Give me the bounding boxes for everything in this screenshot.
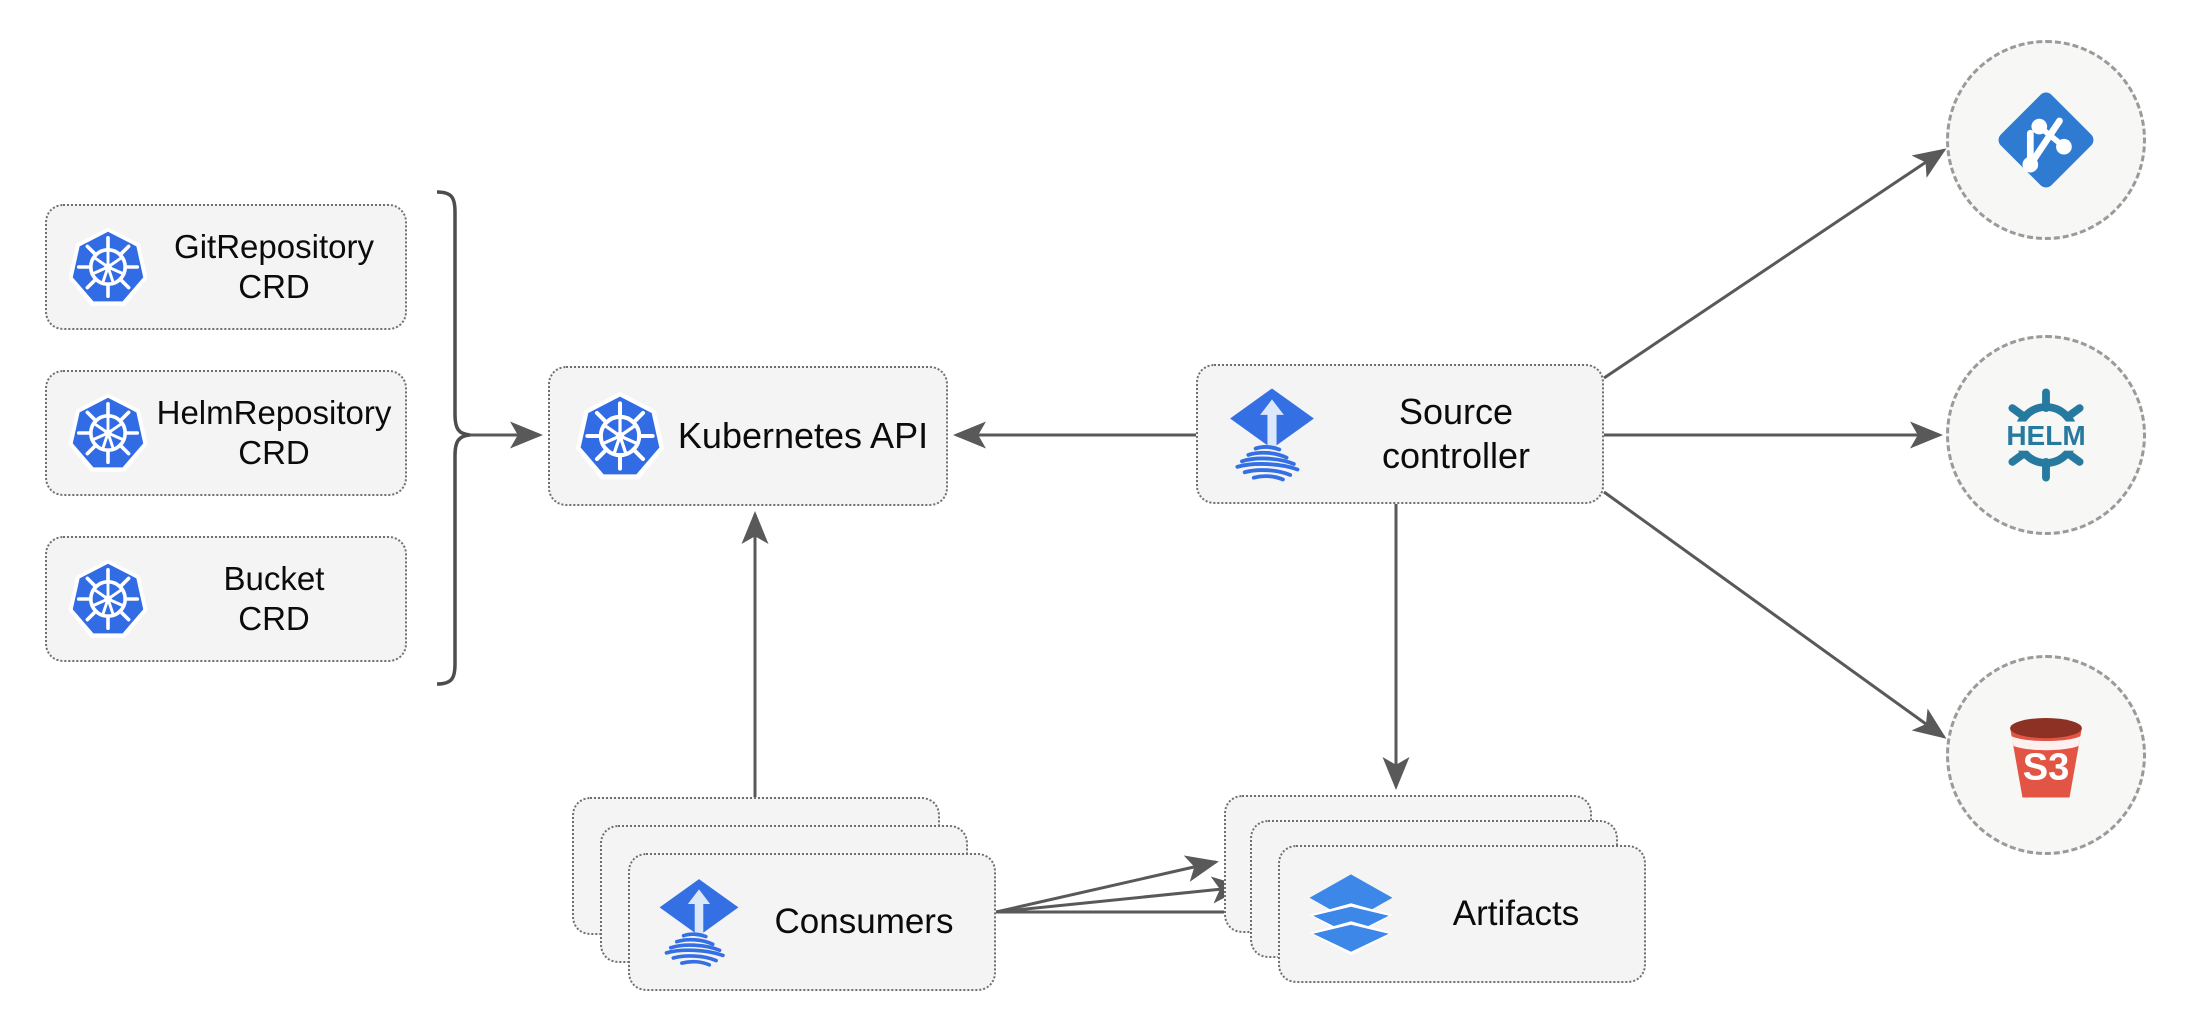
s3-icon: S3	[1990, 699, 2102, 811]
crd-box-helmrepository[interactable]: HelmRepository CRD	[45, 370, 407, 496]
edge-source-controller-to-git	[1603, 148, 1947, 380]
consumers-node[interactable]: Consumers	[628, 853, 996, 991]
crd-label: Bucket CRD	[223, 559, 325, 637]
artifacts-label: Artifacts	[1452, 893, 1580, 933]
edge-source-controller-to-s3	[1603, 490, 1947, 739]
edge-consumers-to-artifact-back	[995, 855, 1219, 914]
crd-label: GitRepository CRD	[174, 227, 374, 305]
layers-icon	[1306, 866, 1396, 962]
crd-group-brace	[436, 190, 471, 686]
helm-wordmark: HELM	[2006, 420, 2085, 451]
crd-box-gitrepository[interactable]: GitRepository CRD	[45, 204, 407, 330]
endpoint-helm[interactable]: HELM	[1946, 335, 2146, 535]
crd-label: HelmRepository CRD	[156, 393, 392, 471]
kubernetes-icon	[65, 390, 151, 476]
kubernetes-api-label: Kubernetes API	[677, 415, 929, 457]
kubernetes-icon	[572, 388, 668, 484]
endpoint-s3[interactable]: S3	[1946, 655, 2146, 855]
git-icon	[1990, 84, 2102, 196]
source-controller-label: Source controller	[1381, 391, 1531, 476]
artifacts-node[interactable]: Artifacts	[1278, 845, 1646, 983]
flux-icon	[1226, 383, 1318, 485]
source-controller-node[interactable]: Source controller	[1196, 364, 1604, 504]
consumers-label: Consumers	[774, 901, 954, 941]
kubernetes-api-node[interactable]: Kubernetes API	[548, 366, 948, 506]
edge-consumers-to-artifact-mid	[995, 876, 1245, 914]
helm-icon: HELM	[1990, 379, 2102, 491]
endpoint-git[interactable]	[1946, 40, 2146, 240]
kubernetes-icon	[65, 224, 151, 310]
s3-wordmark: S3	[2023, 747, 2070, 789]
crd-box-bucket[interactable]: Bucket CRD	[45, 536, 407, 662]
kubernetes-icon	[65, 556, 151, 642]
flux-icon	[656, 874, 742, 970]
